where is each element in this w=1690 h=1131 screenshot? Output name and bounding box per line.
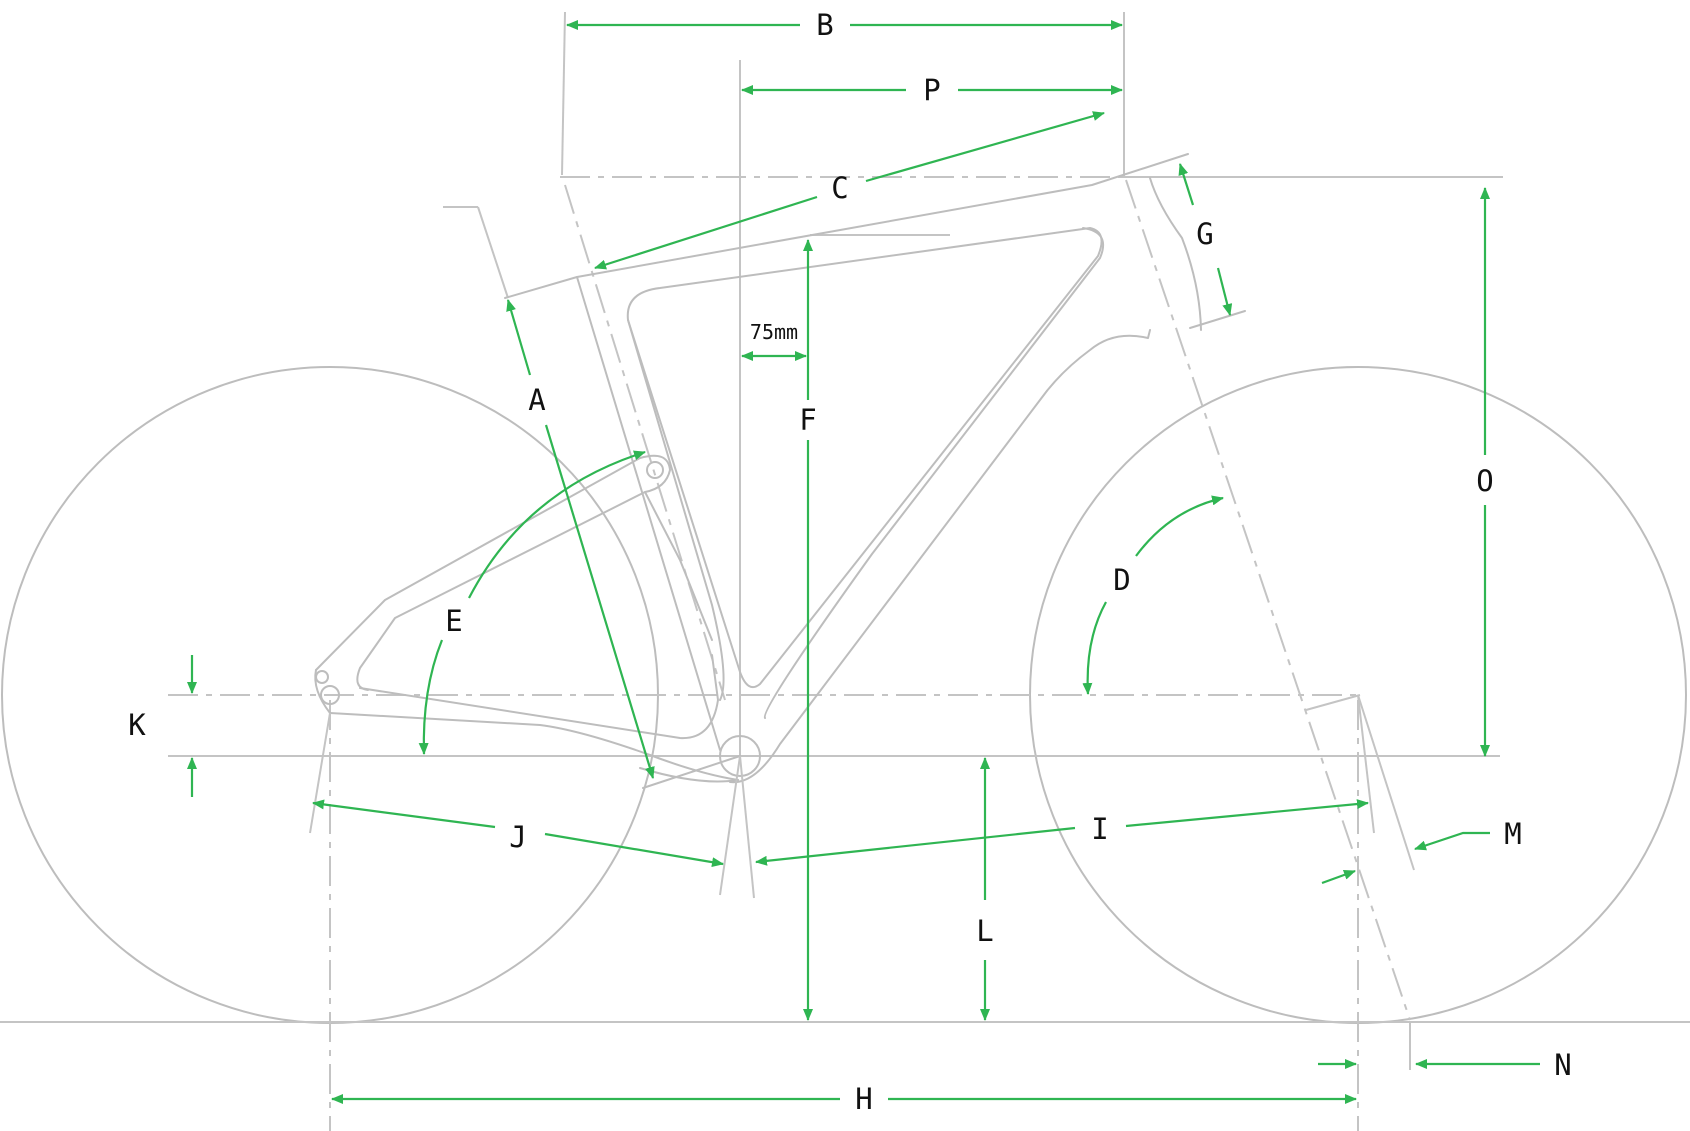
label-c: C bbox=[831, 171, 848, 205]
dim-e-arc-upper bbox=[468, 450, 646, 599]
label-o: O bbox=[1476, 464, 1493, 498]
head-tube-bottom bbox=[1189, 310, 1246, 329]
rear-dropout bbox=[314, 669, 331, 714]
seat-vertical-left bbox=[561, 11, 566, 176]
dim-a-line-upper bbox=[506, 299, 532, 376]
seat-angle-line bbox=[564, 184, 726, 701]
dimensions bbox=[187, 20, 1540, 1104]
label-k: K bbox=[128, 708, 146, 742]
label-e: E bbox=[445, 604, 462, 638]
dim-i-line-right bbox=[1125, 799, 1369, 828]
seat-tube-outline bbox=[576, 276, 721, 751]
label-f: F bbox=[799, 403, 816, 437]
dim-m-arrow bbox=[1414, 831, 1490, 851]
seatstay-upper bbox=[315, 454, 671, 691]
label-p: P bbox=[923, 73, 940, 107]
label-i: I bbox=[1091, 812, 1108, 846]
fork-leg bbox=[1357, 694, 1375, 834]
dim-a-line-lower bbox=[544, 424, 655, 779]
fork-offset-line bbox=[1305, 694, 1361, 711]
dimension-labels: A B C D E F G H I J K L M N O P 75mm bbox=[128, 8, 1571, 1116]
label-seat-offset: 75mm bbox=[750, 320, 798, 344]
bb-shell bbox=[639, 755, 741, 789]
frame bbox=[309, 153, 1415, 899]
fork-blade bbox=[1357, 694, 1415, 871]
label-d: D bbox=[1113, 563, 1130, 597]
seat-tube-inner bbox=[627, 319, 725, 701]
dim-j-line-right bbox=[544, 832, 724, 868]
label-n: N bbox=[1554, 1048, 1571, 1082]
rear-dropout-line bbox=[309, 712, 331, 834]
dim-e-arc-lower bbox=[418, 639, 444, 755]
dim-g-line-upper bbox=[1178, 163, 1195, 206]
steering-axis-line bbox=[1125, 179, 1411, 1021]
front-triangle-inner bbox=[626, 227, 1103, 688]
seatpost-guide bbox=[477, 206, 509, 299]
dim-d-arc-upper bbox=[1135, 495, 1224, 557]
chainstay-inner bbox=[359, 654, 719, 740]
dim-g-line-lower bbox=[1216, 267, 1233, 316]
head-tube bbox=[1149, 177, 1202, 331]
dim-i-line-left bbox=[755, 826, 1076, 866]
crank-arm-left bbox=[719, 755, 741, 896]
rear-axle bbox=[320, 685, 340, 705]
seatstay-link bbox=[644, 491, 713, 641]
reference-guides bbox=[168, 11, 1503, 1131]
label-b: B bbox=[816, 8, 833, 42]
label-m: M bbox=[1504, 817, 1521, 851]
crank-arm-right bbox=[739, 755, 755, 899]
rear-axle-bolt bbox=[315, 670, 329, 684]
chainstay bbox=[329, 712, 739, 781]
label-a: A bbox=[528, 383, 545, 417]
label-g: G bbox=[1196, 217, 1213, 251]
dim-c-line-upper bbox=[865, 111, 1105, 183]
label-h: H bbox=[855, 1082, 872, 1116]
top-tube-lower-outline bbox=[763, 227, 1105, 719]
dim-j-line-left bbox=[312, 799, 496, 829]
label-j: J bbox=[509, 820, 526, 854]
label-l: L bbox=[976, 914, 993, 948]
down-tube-outline bbox=[729, 329, 1151, 784]
dim-fork-offset-arrow bbox=[1321, 869, 1356, 885]
top-tube-outline bbox=[504, 153, 1189, 299]
dim-c-line-lower bbox=[594, 195, 818, 270]
pivot bbox=[646, 461, 664, 479]
dim-d-arc-lower bbox=[1082, 601, 1107, 695]
bottom-bracket bbox=[719, 735, 761, 777]
